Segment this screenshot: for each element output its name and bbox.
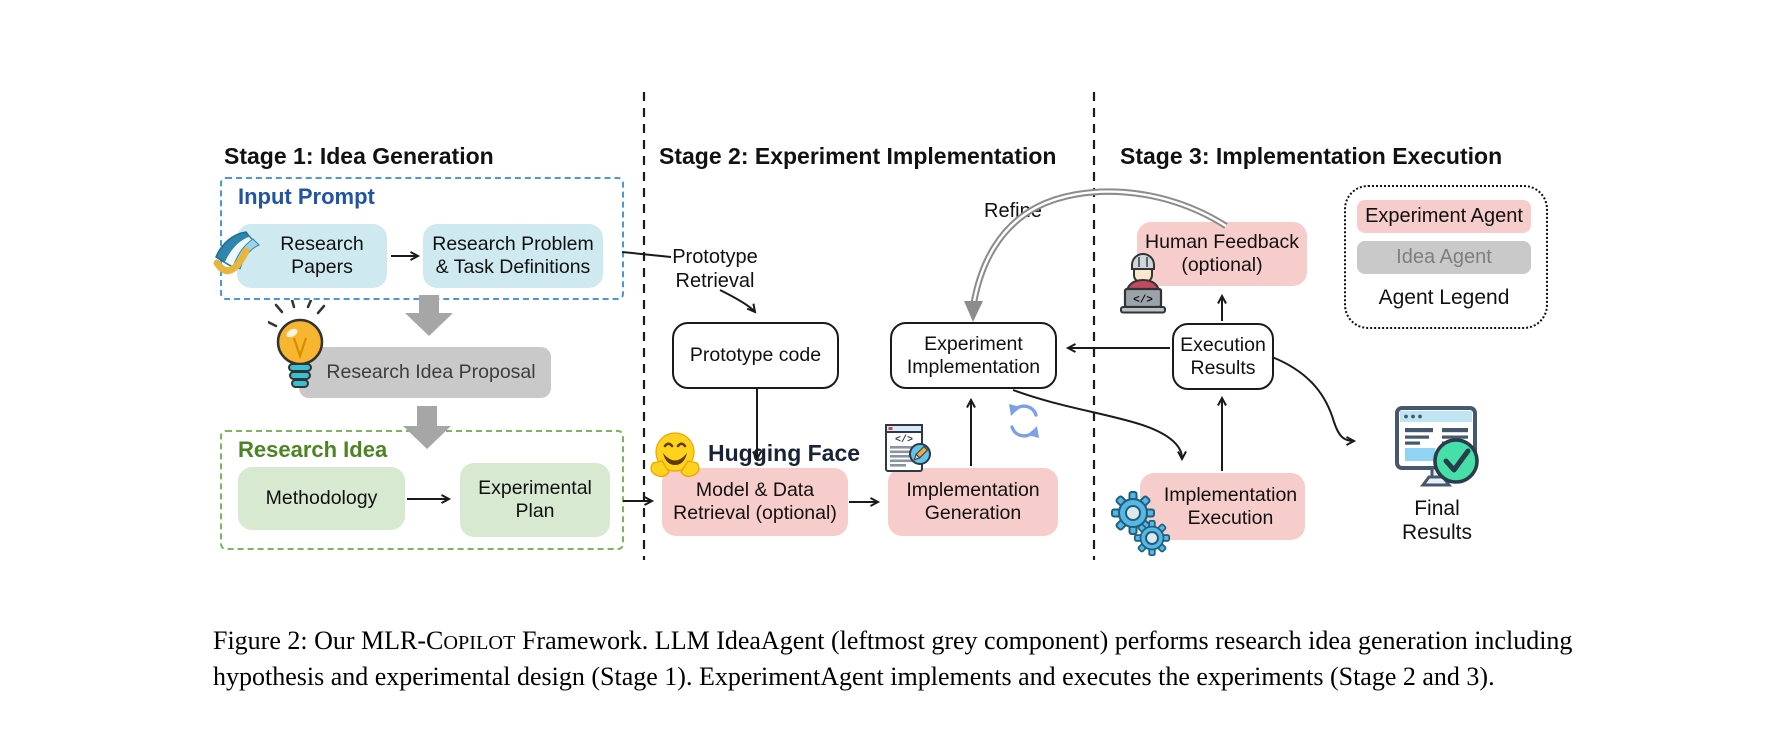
legend-experiment-agent: Experiment Agent [1357,200,1531,233]
research-papers-box: Research Papers [237,224,387,288]
refresh-cycle-icon [1006,402,1042,440]
agent-legend-box [1344,185,1548,329]
caption-part1: Figure 2: Our MLR-C [213,626,444,655]
legend-idea-agent: Idea Agent [1357,241,1531,274]
refine-label: Refine [984,200,1042,222]
implementation-execution-box: Implementation Execution [1140,473,1305,540]
implementation-generation-box: Implementation Generation [888,468,1058,536]
final-results-label: Final Results [1401,497,1473,544]
figure-caption: Figure 2: Our MLR-COPILOT Framework. LLM… [213,624,1585,694]
experiment-implementation-text: Experiment Implementation [906,332,1041,378]
legend-title: Agent Legend [1378,286,1510,309]
stage3-title: Stage 3: Implementation Execution [1120,143,1503,169]
huggingface-icon [648,430,702,480]
svg-text:</>: </> [895,434,913,446]
code-document-icon: </> [880,421,932,475]
input-prompt-label: Input Prompt [238,184,375,209]
prototype-retrieval-label: Prototype Retrieval [672,246,758,292]
research-idea-label: Research Idea [238,437,388,462]
caption-smallcaps: OPILOT [443,632,516,654]
stage2-title: Stage 2: Experiment Implementation [659,143,1057,169]
research-problem-box: Research Problem & Task Definitions [423,224,603,288]
execution-results-box: Execution Results [1172,323,1274,390]
methodology-box: Methodology [238,467,405,530]
stage1-title: Stage 1: Idea Generation [224,143,494,169]
caption-part2: Framework. LLM IdeaAgent (leftmost grey … [213,626,1573,691]
prototype-code-box: Prototype code [672,322,839,389]
svg-text:</>: </> [1133,295,1153,307]
huggingface-wordmark: Hugging Face [708,440,861,466]
lightbulb-icon [266,298,332,402]
experimental-plan-box: Experimental Plan [460,463,610,537]
research-papers-icon [208,226,282,290]
gears-icon [1106,486,1176,562]
experiment-implementation-box: Experiment Implementation [890,322,1057,389]
final-results-icon [1392,404,1484,496]
coder-person-icon: </> [1116,250,1170,314]
model-data-retrieval-box: Model & Data Retrieval (optional) [662,468,848,536]
research-idea-proposal-box: Research Idea Proposal [299,347,551,398]
